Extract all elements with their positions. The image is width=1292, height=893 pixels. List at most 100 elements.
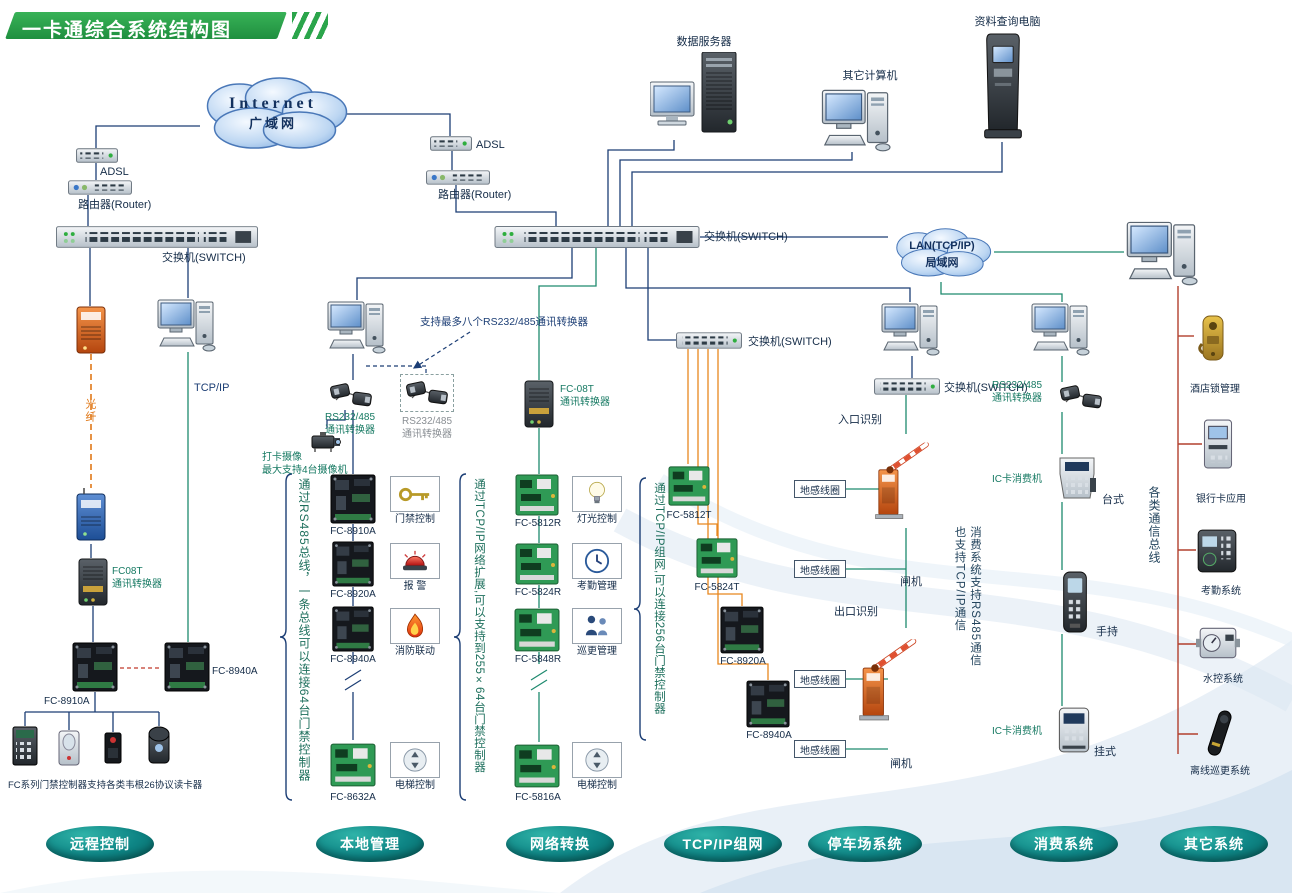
lan-cloud-subtitle: 局域网 — [925, 257, 959, 269]
lighting-iconbox — [572, 476, 622, 512]
gate-label-1: 闸机 — [900, 576, 922, 588]
elevator-label-1: 电梯控制 — [395, 780, 435, 791]
fc08t-converter-label-line2: 通讯转换器 — [112, 578, 162, 590]
board-fc5812t-label: FC-5812T — [666, 510, 712, 521]
footer-label-local-mgmt: 本地管理 — [340, 836, 400, 852]
tcpip-label: TCP/IP — [194, 382, 230, 394]
rs485-converter-pair-icon — [328, 380, 374, 410]
optional-converter-dashed-box — [400, 374, 454, 412]
orange-links — [687, 349, 769, 680]
card-reader-grey-icon — [58, 730, 80, 766]
door-access-iconbox — [390, 476, 440, 512]
patrol-wand-icon — [1198, 708, 1240, 762]
lighting-label: 灯光控制 — [577, 514, 617, 525]
router-1-icon — [68, 180, 132, 195]
local-workstation-icon — [326, 300, 390, 354]
pos-wall-label: IC卡消费机 — [992, 726, 1042, 737]
footer-ellipse-remote-control: 远程控制 — [46, 826, 154, 862]
rs485-converter-optional-line1: RS232/485 — [401, 416, 453, 427]
controller-board-fc8940a-icon — [164, 642, 210, 692]
router-2-icon — [426, 170, 490, 185]
elevator-buttons-icon — [584, 747, 610, 773]
switch2-label: 交换机(SWITCH) — [704, 231, 788, 243]
board-fc8632a-label: FC-8632A — [330, 792, 376, 803]
page-title: 一卡通综合系统结构图 — [22, 20, 233, 41]
board-fc5816a-label: FC-5816A — [515, 792, 561, 803]
footer-label-parking: 停车场系统 — [827, 836, 903, 852]
rs485-converter-label-line1: RS232/485 — [324, 412, 376, 423]
fc08t-network-converter-icon — [524, 380, 554, 428]
footer-label-remote-control: 远程控制 — [70, 836, 130, 852]
gate-label-2: 闸机 — [890, 758, 912, 770]
attendance-mgmt-label: 考勤管理 — [577, 581, 617, 592]
tcpip-group-note: 通过TCP/IP组网,可以连接256台门禁控制器 — [653, 482, 665, 715]
card-reader-dome-icon — [148, 726, 170, 764]
consume-note-line1: 消费系统支持RS485通信 — [969, 526, 981, 667]
door-access-label: 门禁控制 — [395, 514, 435, 525]
consume-bus-note: 消费系统支持RS485通信 也支持TCP/IP通信 — [946, 526, 982, 726]
board-fc8940a-net-icon — [746, 680, 790, 728]
flame-icon — [404, 612, 426, 640]
entry-recognition-label: 入口识别 — [838, 414, 882, 426]
optical-converter-icon — [76, 306, 106, 354]
title-slashes-decoration — [292, 12, 328, 39]
clock-icon — [584, 548, 610, 574]
alarm-lamp-icon — [400, 549, 430, 573]
alarm-iconbox — [390, 543, 440, 579]
board-fc5824r-label: FC-5824R — [514, 587, 562, 598]
board-fc5824t-icon — [696, 536, 738, 580]
other-computer-icon — [820, 88, 896, 152]
elevator-buttons-icon — [402, 747, 428, 773]
water-control-icon — [1196, 622, 1240, 664]
rs485-converter-optional-line2: 通讯转换器 — [402, 428, 452, 440]
internet-cloud-title: Internet — [229, 95, 317, 112]
footer-ellipse-consume: 消费系统 — [1010, 826, 1118, 862]
lan-cloud-title: LAN(TCP/IP) — [909, 240, 975, 252]
bus-types-note: 各类通信总线 — [1147, 486, 1161, 564]
rs485-converter-label-line2: 通讯转换器 — [325, 424, 375, 436]
board-fc8910a-icon — [330, 474, 376, 524]
fc08t-network-label-line2: 通讯转换器 — [560, 396, 610, 408]
board-fc8910a-label: FC-8910A — [330, 526, 376, 537]
dashed-links — [366, 331, 471, 374]
board-fc8940a-net-label: FC-8940A — [746, 730, 792, 741]
ground-coil-4: 地感线圈 — [794, 740, 846, 758]
offline-patrol-label: 离线巡更系统 — [1190, 766, 1250, 777]
footer-label-others: 其它系统 — [1184, 836, 1244, 852]
footer-label-net-conversion: 网络转换 — [530, 836, 590, 852]
board-fc5848r-label: FC-5848R — [514, 654, 562, 665]
fire-linkage-iconbox — [390, 608, 440, 644]
key-icon — [398, 485, 432, 504]
board-fc5816a-icon — [514, 742, 560, 790]
board-fc8940a-icon — [330, 606, 376, 652]
tcpip-switch-icon — [676, 332, 742, 349]
ground-coil-1: 地感线圈 — [794, 480, 846, 498]
data-server-label: 数据服务器 — [676, 36, 732, 48]
fc08t-converter-icon — [78, 558, 108, 606]
adsl2-label: ADSL — [476, 139, 505, 151]
remote-workstation-icon — [156, 298, 220, 352]
attendance-iconbox — [572, 543, 622, 579]
patrol-mgmt-label: 巡更管理 — [577, 646, 617, 657]
desktop-type-label: 台式 — [1102, 494, 1124, 506]
board-fc5824r-icon — [514, 543, 560, 585]
consume-converter-line2: 通讯转换器 — [992, 392, 1042, 404]
card-reader-slim-icon — [104, 732, 122, 764]
switch1-label: 交换机(SWITCH) — [162, 252, 246, 264]
fc8910a-label: FC-8910A — [44, 696, 90, 707]
lan-workstation-icon — [1124, 220, 1204, 286]
camera-note-line2: 最大支持4台摄像机 — [262, 464, 348, 476]
exit-recognition-label: 出口识别 — [834, 606, 878, 618]
board-fc5812r-icon — [514, 474, 560, 516]
bank-card-label: 银行卡应用 — [1196, 494, 1246, 505]
board-fc8920a-net-icon — [720, 606, 764, 654]
line-break-marks — [344, 664, 548, 692]
patrol-iconbox — [572, 608, 622, 644]
pos-desktop-label: IC卡消费机 — [992, 474, 1042, 485]
camera-note-line1: 打卡摄像 — [262, 452, 302, 463]
other-computer-label: 其它计算机 — [842, 70, 898, 82]
camera-note: 打卡摄像 最大支持4台摄像机 — [262, 452, 366, 477]
footer-ellipse-parking: 停车场系统 — [808, 826, 922, 862]
alarm-label: 报 警 — [403, 581, 427, 592]
elevator-iconbox-2 — [572, 742, 622, 778]
